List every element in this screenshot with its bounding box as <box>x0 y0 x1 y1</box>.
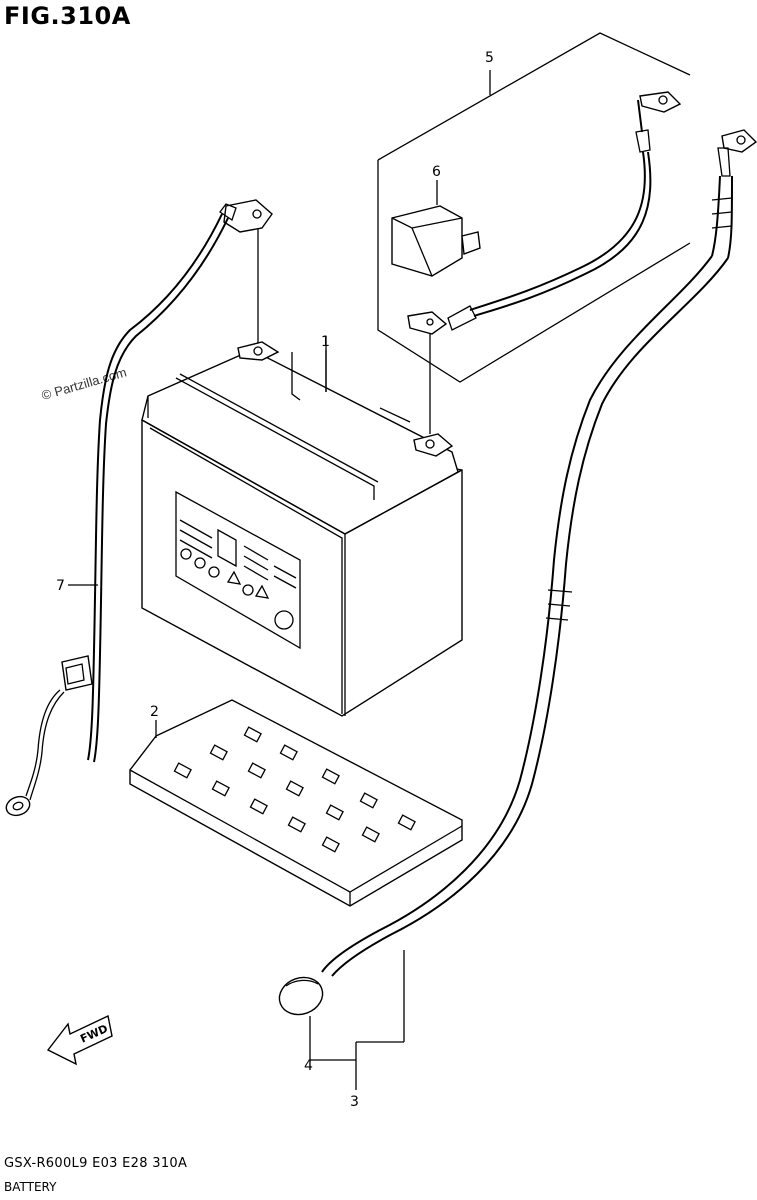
model-code: GSX-R600L9 E03 E28 310A <box>4 1156 188 1171</box>
callout-4: 4 <box>304 1058 313 1074</box>
part-3-cable[interactable] <box>310 129 757 1090</box>
part-6-relay[interactable] <box>391 180 481 277</box>
callout-3: 3 <box>350 1094 359 1110</box>
callout-5-bracket <box>377 32 691 383</box>
callout-2: 2 <box>150 704 159 720</box>
explosion-icon <box>242 584 254 596</box>
callout-7: 7 <box>56 578 65 594</box>
figure-name: BATTERY <box>4 1180 57 1194</box>
figure-title: FIG.310A <box>4 2 131 30</box>
fwd-arrow-icon: FWD <box>46 1014 113 1066</box>
caustic-icon <box>226 570 242 585</box>
read-manual-icon <box>254 584 270 599</box>
tray-slots <box>173 726 416 853</box>
part-2-tray[interactable] <box>129 699 463 907</box>
part-7-lead[interactable] <box>4 199 273 819</box>
callout-1: 1 <box>321 334 330 350</box>
part-1-battery[interactable] <box>141 334 463 717</box>
no-children-icon <box>208 566 220 578</box>
recycle-icon <box>274 610 294 630</box>
callout-5: 5 <box>485 50 494 66</box>
part-4-cap[interactable] <box>274 972 328 1060</box>
callout-6: 6 <box>432 164 441 180</box>
no-flame-icon <box>180 548 192 560</box>
battery-warning-label <box>175 490 301 650</box>
eye-protection-icon <box>194 557 206 569</box>
part-5-cable[interactable] <box>407 91 682 335</box>
